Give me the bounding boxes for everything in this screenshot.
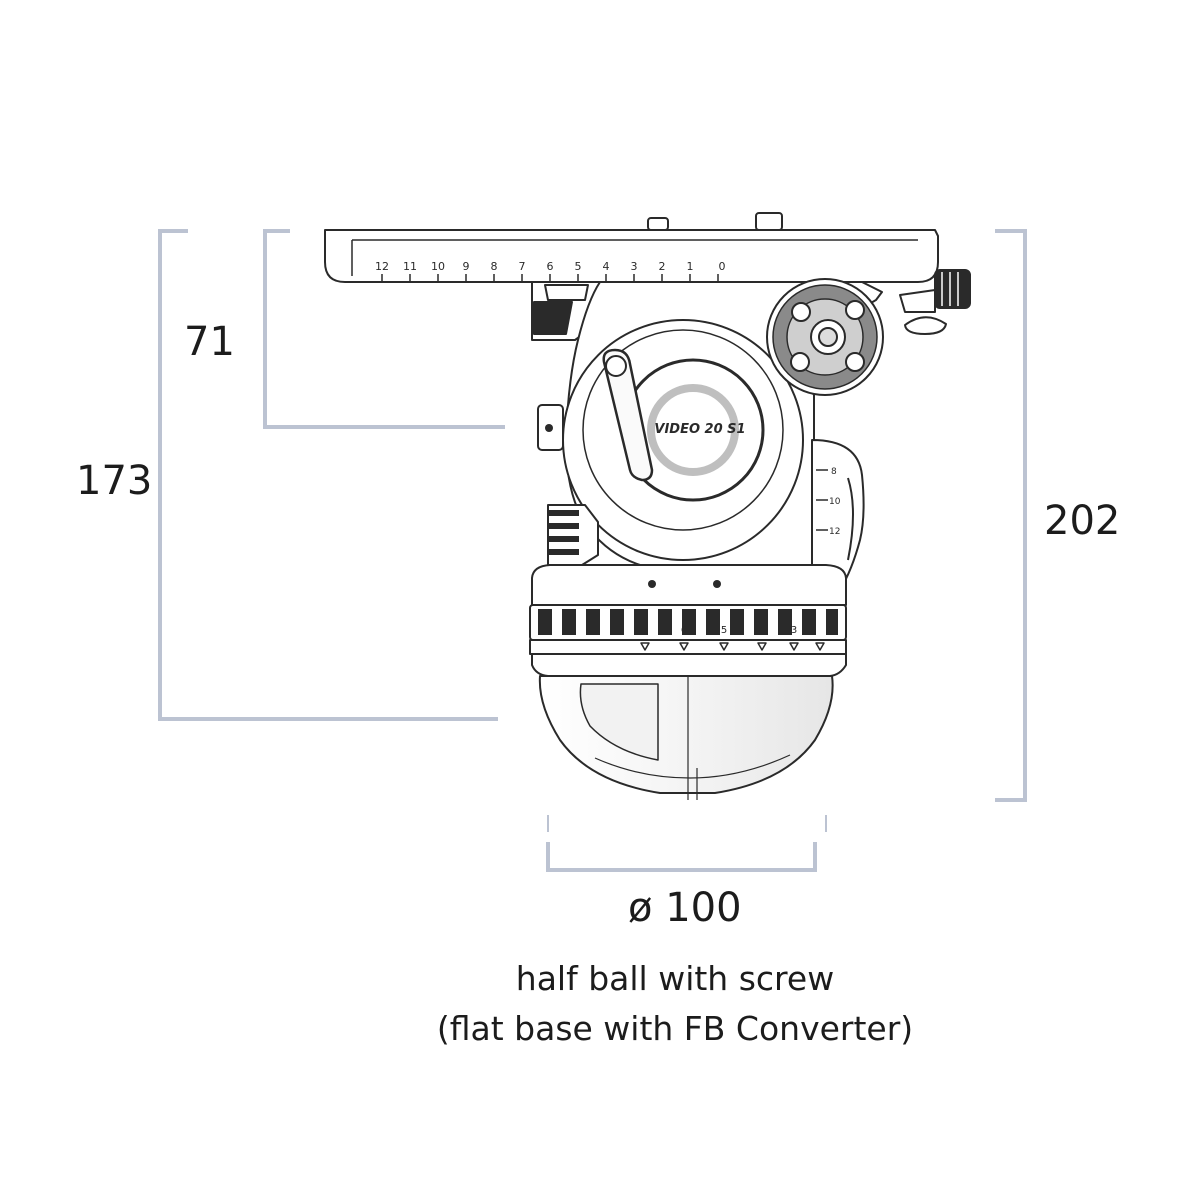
plate-scale-label: 4 bbox=[603, 260, 610, 273]
fluid-head bbox=[324, 212, 971, 832]
plate-scale-label: 8 bbox=[491, 260, 498, 273]
plate-scale-label: 12 bbox=[375, 260, 389, 273]
half-ball bbox=[538, 675, 834, 800]
side-lock-tab bbox=[537, 404, 564, 451]
tilt-scale-marks bbox=[816, 469, 828, 531]
pan-scale-label: 1 bbox=[827, 625, 833, 636]
camera-plate bbox=[324, 212, 939, 283]
caption-line-1: half ball with screw bbox=[515, 959, 835, 998]
tilt-scale-label: 10 bbox=[829, 497, 841, 507]
pan-scale-label: 6 bbox=[681, 625, 687, 636]
pan-scale-label: 3 bbox=[791, 625, 797, 636]
dimension-bracket-71 bbox=[263, 229, 505, 429]
pan-collar bbox=[531, 564, 847, 606]
dimension-bracket-100 bbox=[546, 842, 817, 872]
pan-scale-label: 5 bbox=[721, 625, 727, 636]
plate-scale-label: 1 bbox=[687, 260, 694, 273]
tilt-scale-labels: 8 10 12 bbox=[829, 467, 841, 537]
plate-scale-label: 6 bbox=[547, 260, 554, 273]
plate-scale-label: 0 bbox=[719, 260, 726, 273]
dimension-bracket-173 bbox=[158, 229, 498, 721]
dimension-label-173: 173 bbox=[76, 458, 153, 504]
pan-scale-label: 7 bbox=[642, 625, 648, 636]
dimension-label-71: 71 bbox=[184, 319, 235, 365]
plate-lock-knob bbox=[899, 269, 971, 335]
pan-scale-pointers bbox=[640, 642, 825, 651]
plate-scale-label: 10 bbox=[431, 260, 445, 273]
plate-scale-label: 7 bbox=[519, 260, 526, 273]
dimension-lines bbox=[158, 229, 1027, 872]
counterbalance-knob bbox=[766, 278, 884, 396]
tilt-lock-lever bbox=[602, 348, 654, 482]
plate-scale-labels: 12 11 10 9 8 7 6 5 4 3 2 1 0 bbox=[375, 260, 726, 273]
pan-scale-ring bbox=[529, 604, 847, 655]
pan-scale-labels: 7 6 5 4 3 2 1 bbox=[642, 625, 833, 636]
dimension-bracket-202 bbox=[995, 229, 1027, 802]
pan-lock-bracket bbox=[547, 504, 599, 566]
plate-scale-label: 9 bbox=[463, 260, 470, 273]
plate-scale-label: 3 bbox=[631, 260, 638, 273]
plate-scale-ticks bbox=[381, 274, 719, 282]
dimension-label-diameter: ø 100 bbox=[628, 885, 742, 931]
tilt-scale-label: 12 bbox=[829, 527, 840, 537]
tilt-scale-label: 8 bbox=[831, 467, 837, 477]
plate-scale-label: 11 bbox=[403, 260, 417, 273]
model-label: VIDEO 20 S1 bbox=[654, 422, 745, 437]
dimension-label-202: 202 bbox=[1044, 498, 1121, 544]
pan-scale-label: 4 bbox=[759, 625, 765, 636]
caption-line-2: (flat base with FB Converter) bbox=[436, 1009, 914, 1048]
pan-scale-label: 2 bbox=[809, 625, 815, 636]
plate-scale-label: 2 bbox=[659, 260, 666, 273]
lower-skirt bbox=[531, 653, 847, 677]
plate-scale-label: 5 bbox=[575, 260, 582, 273]
